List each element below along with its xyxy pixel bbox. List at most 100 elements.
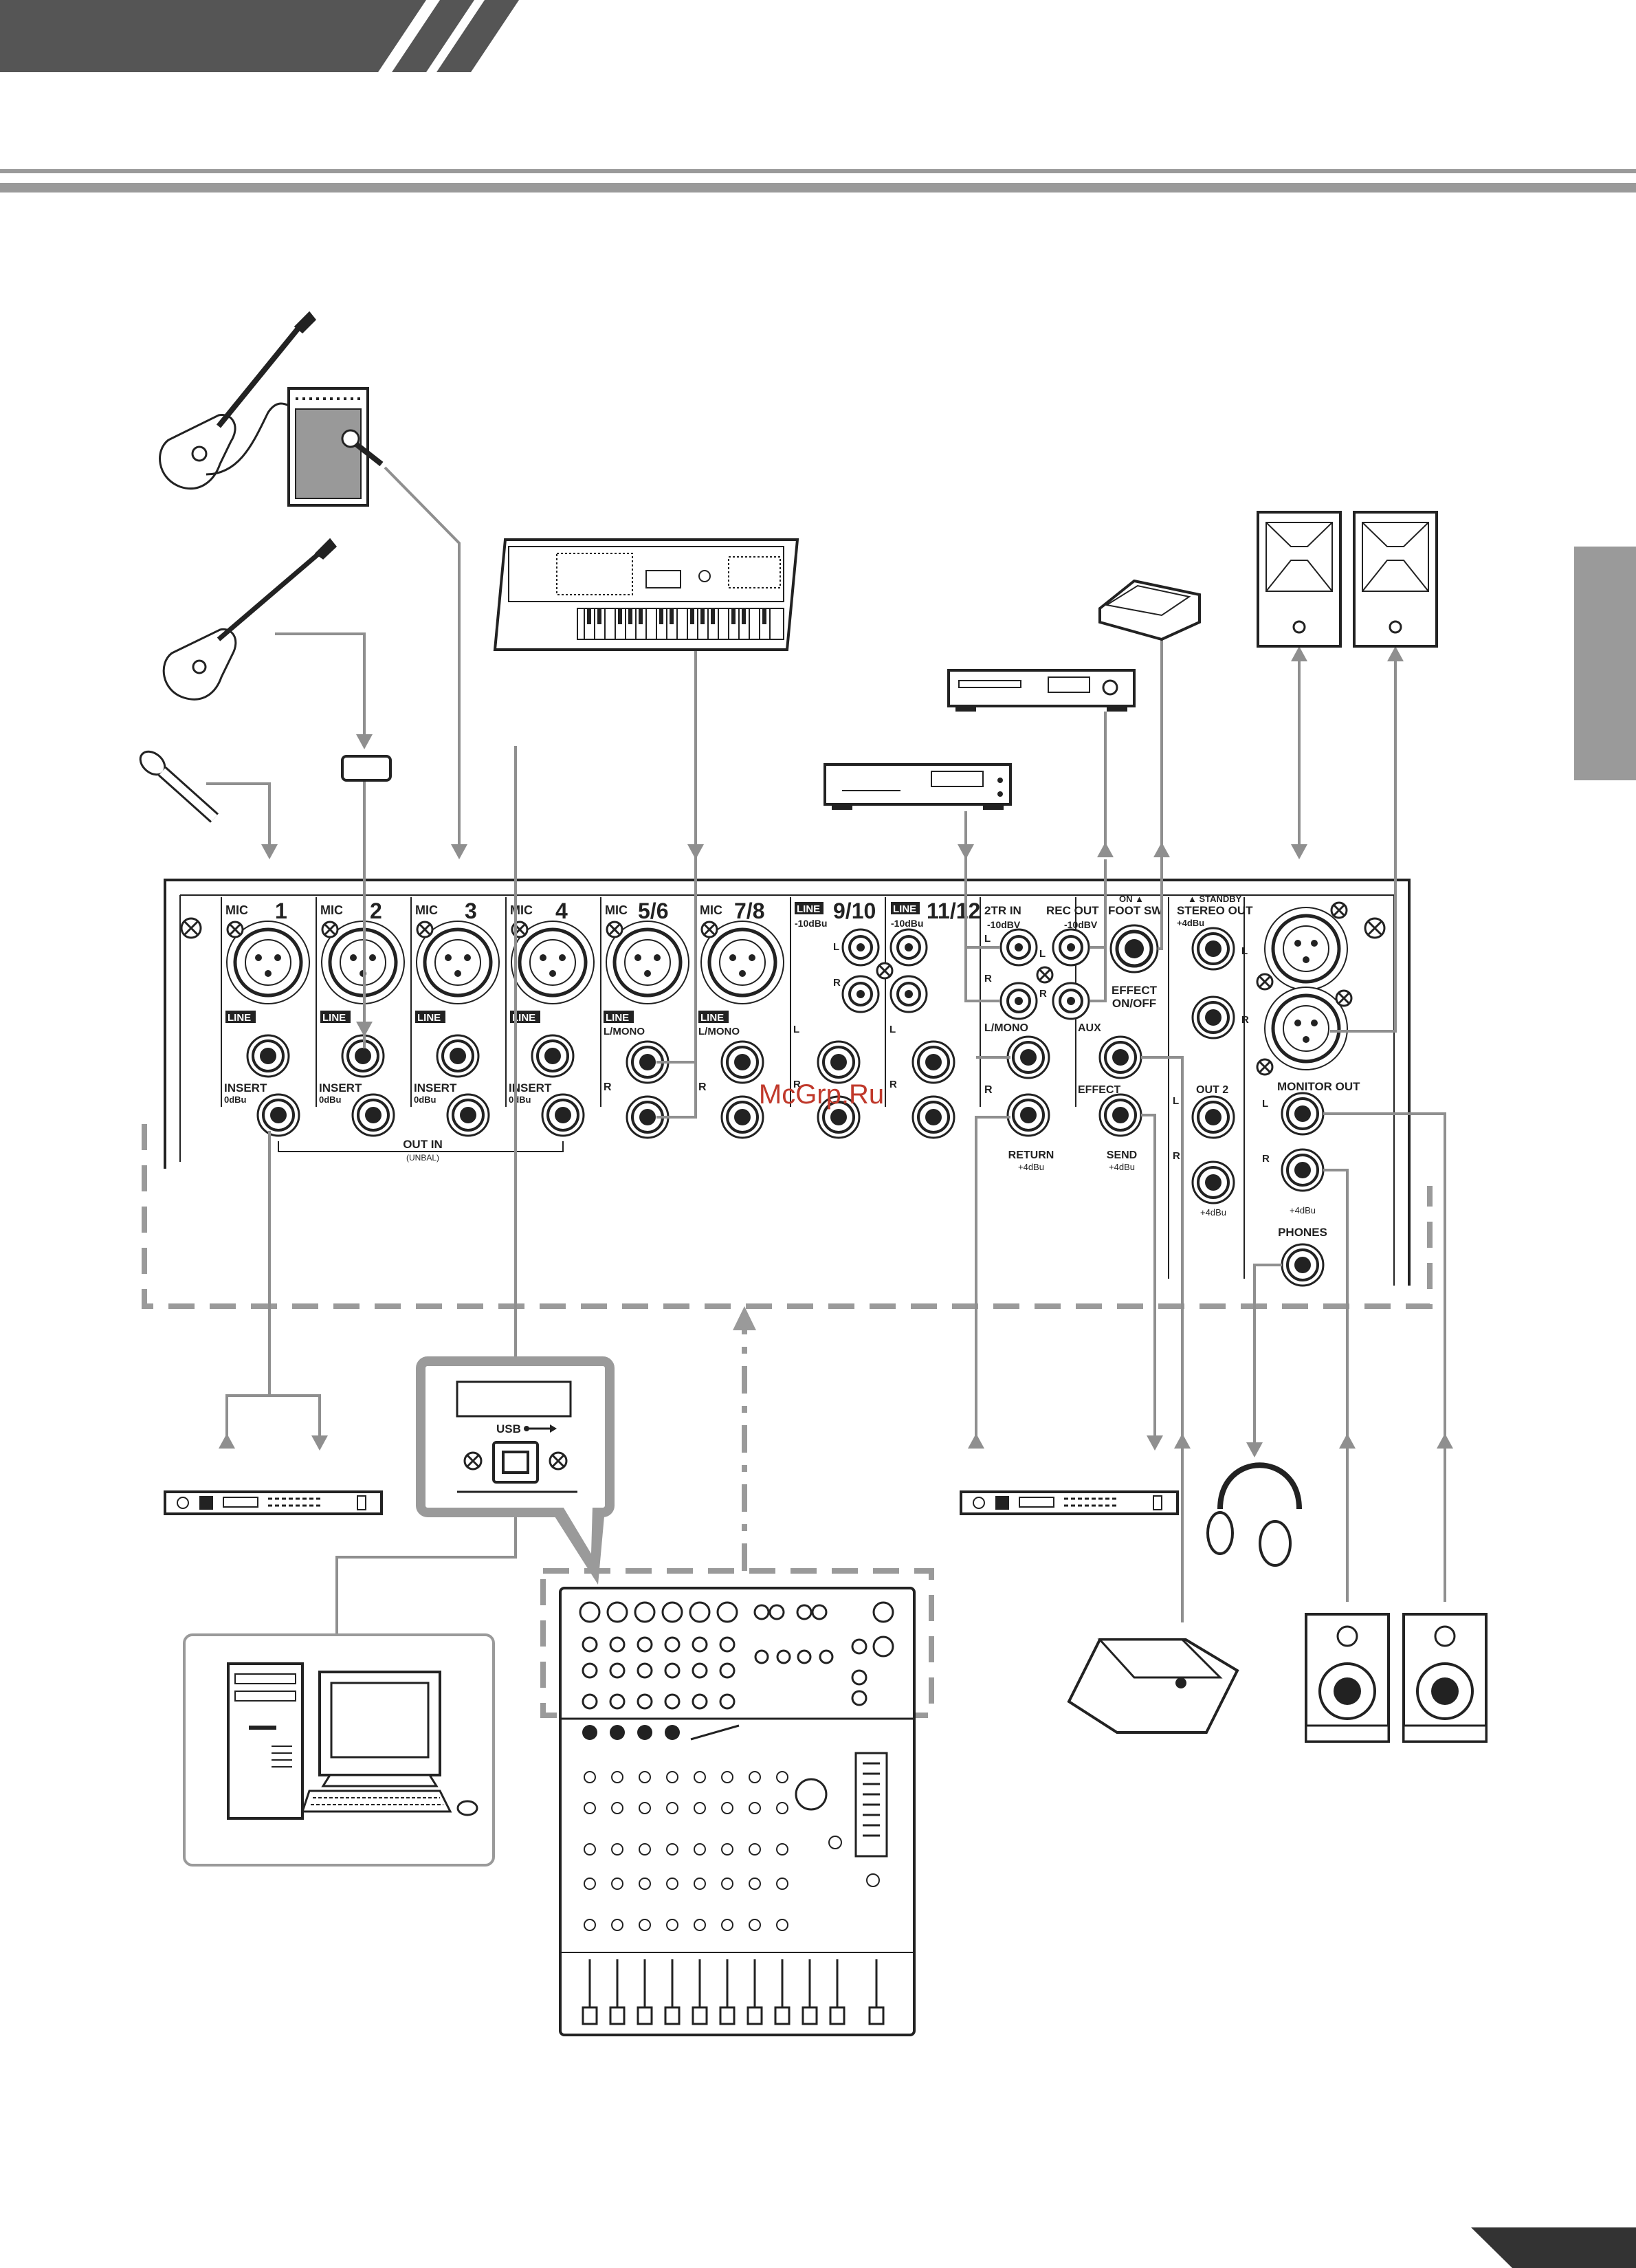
label-effect: EFFECT	[1112, 984, 1158, 997]
label-line: LINE	[700, 1012, 724, 1024]
screw-icon	[700, 921, 718, 938]
label-monitor-out: MONITOR OUT	[1277, 1080, 1360, 1093]
label-insert-level: 0dBu	[414, 1094, 436, 1105]
rca-jack-icon	[889, 928, 928, 967]
label-r: R	[1241, 1014, 1249, 1026]
phone-jack-icon	[531, 1034, 575, 1078]
studio-monitor-icon	[1305, 1613, 1390, 1743]
usb-icon	[524, 1424, 557, 1433]
mixer-top-view-icon	[559, 1587, 916, 2036]
label-l: L	[1039, 948, 1046, 960]
rca-jack-icon	[1052, 982, 1090, 1020]
screw-icon	[606, 921, 623, 938]
line-tag-box	[510, 1011, 540, 1023]
phone-jack-icon	[1006, 1093, 1050, 1137]
label-line: LINE	[228, 1012, 251, 1024]
line-tag-box	[698, 1011, 729, 1023]
phone-jack-icon	[1191, 927, 1235, 971]
cable-insert-to-comp-2	[269, 1394, 321, 1437]
rack-effect-unit-icon	[960, 1490, 1179, 1515]
phone-jack-icon	[626, 1095, 670, 1139]
arrow-icon	[261, 844, 278, 859]
header-bar	[0, 0, 426, 72]
cable-rec-out-r	[1090, 947, 1107, 1002]
phone-jack-icon	[1109, 924, 1159, 973]
arrow-icon	[1153, 842, 1170, 857]
line-tag-box	[604, 1011, 634, 1023]
label-line: LINE	[322, 1012, 346, 1024]
label-line: LINE	[417, 1012, 441, 1024]
label-on: ON ▲	[1119, 894, 1144, 904]
label-on-off: ON/OFF	[1112, 997, 1156, 1010]
rca-jack-icon	[841, 928, 880, 967]
phone-jack-icon	[817, 1095, 861, 1139]
arrow-icon	[1339, 1433, 1356, 1449]
line-tag-box	[891, 902, 920, 914]
screw-icon	[1256, 973, 1274, 991]
label-r: R	[1262, 1153, 1270, 1165]
label-return-level: +4dBu	[1018, 1162, 1044, 1172]
label-mic: MIC	[605, 903, 628, 917]
xlr-jack-icon	[416, 921, 500, 1004]
arrow-icon	[958, 844, 974, 859]
label-foot-sw: FOOT SW	[1108, 904, 1163, 917]
label-ch-number: 9/10	[833, 899, 876, 923]
label-r: R	[604, 1081, 612, 1093]
arrow-icon	[1147, 1435, 1163, 1451]
label-insert-level: 0dBu	[319, 1094, 342, 1105]
label-insert: INSERT	[319, 1081, 362, 1094]
cable-send	[1141, 1114, 1156, 1437]
cable-footsw	[1158, 626, 1163, 950]
label-rec-level: -10dBV	[1064, 919, 1098, 930]
label-ch-number: 4	[555, 899, 568, 923]
phone-jack-icon	[1191, 1160, 1235, 1204]
label-insert-level: 0dBu	[509, 1094, 531, 1105]
arrow-icon	[1291, 844, 1307, 859]
cable-insert-to-comp	[225, 1131, 271, 1437]
label-l: L	[889, 1024, 896, 1035]
label-insert-level: 0dBu	[224, 1094, 247, 1105]
rca-jack-icon	[999, 982, 1038, 1020]
arrow-icon	[1437, 1433, 1453, 1449]
screw-icon	[180, 917, 202, 939]
label-monitor-level: +4dBu	[1290, 1205, 1316, 1215]
label-line: LINE	[512, 1012, 535, 1024]
screw-icon	[876, 962, 894, 980]
phone-jack-icon	[541, 1093, 585, 1137]
phone-jack-icon	[1281, 1148, 1325, 1192]
xlr-jack-icon	[1264, 987, 1348, 1070]
bass-guitar-icon	[162, 538, 338, 701]
phone-jack-icon	[1191, 1095, 1235, 1139]
label-l-mono: L/MONO	[698, 1026, 740, 1037]
label-l: L	[1262, 1098, 1268, 1110]
label-line-level: -10dBu	[891, 918, 923, 929]
arrow-icon	[687, 844, 704, 859]
label-mic: MIC	[415, 903, 438, 917]
label-insert: INSERT	[224, 1081, 267, 1094]
cable-stereo-r-speaker	[1330, 650, 1397, 1033]
arrow-icon	[968, 1433, 984, 1449]
label-unbal: (UNBAL)	[406, 1153, 439, 1163]
phone-jack-icon	[1281, 1243, 1325, 1287]
label-usb: USB	[496, 1422, 521, 1435]
label-insert: INSERT	[414, 1081, 457, 1094]
rack-effect-unit-icon	[164, 1490, 383, 1515]
rca-jack-icon	[841, 975, 880, 1013]
label-mic: MIC	[225, 903, 248, 917]
label-ch-number: 11/12	[927, 899, 980, 923]
line-tag-box	[795, 902, 823, 914]
cable-rec-out	[1090, 859, 1107, 949]
dashed-region-top	[540, 1568, 934, 1718]
xlr-jack-icon	[606, 921, 689, 1004]
phone-jack-icon	[1098, 1093, 1142, 1137]
phone-jack-icon	[720, 1095, 764, 1139]
label-line-tag: LINE	[797, 903, 820, 915]
phone-jack-icon	[436, 1034, 480, 1078]
label-r: R	[984, 973, 992, 984]
screw-icon	[226, 921, 244, 938]
phone-jack-icon	[256, 1093, 300, 1137]
label-mic: MIC	[700, 903, 722, 917]
phone-jack-icon	[446, 1093, 490, 1137]
screw-icon	[1256, 1058, 1274, 1076]
